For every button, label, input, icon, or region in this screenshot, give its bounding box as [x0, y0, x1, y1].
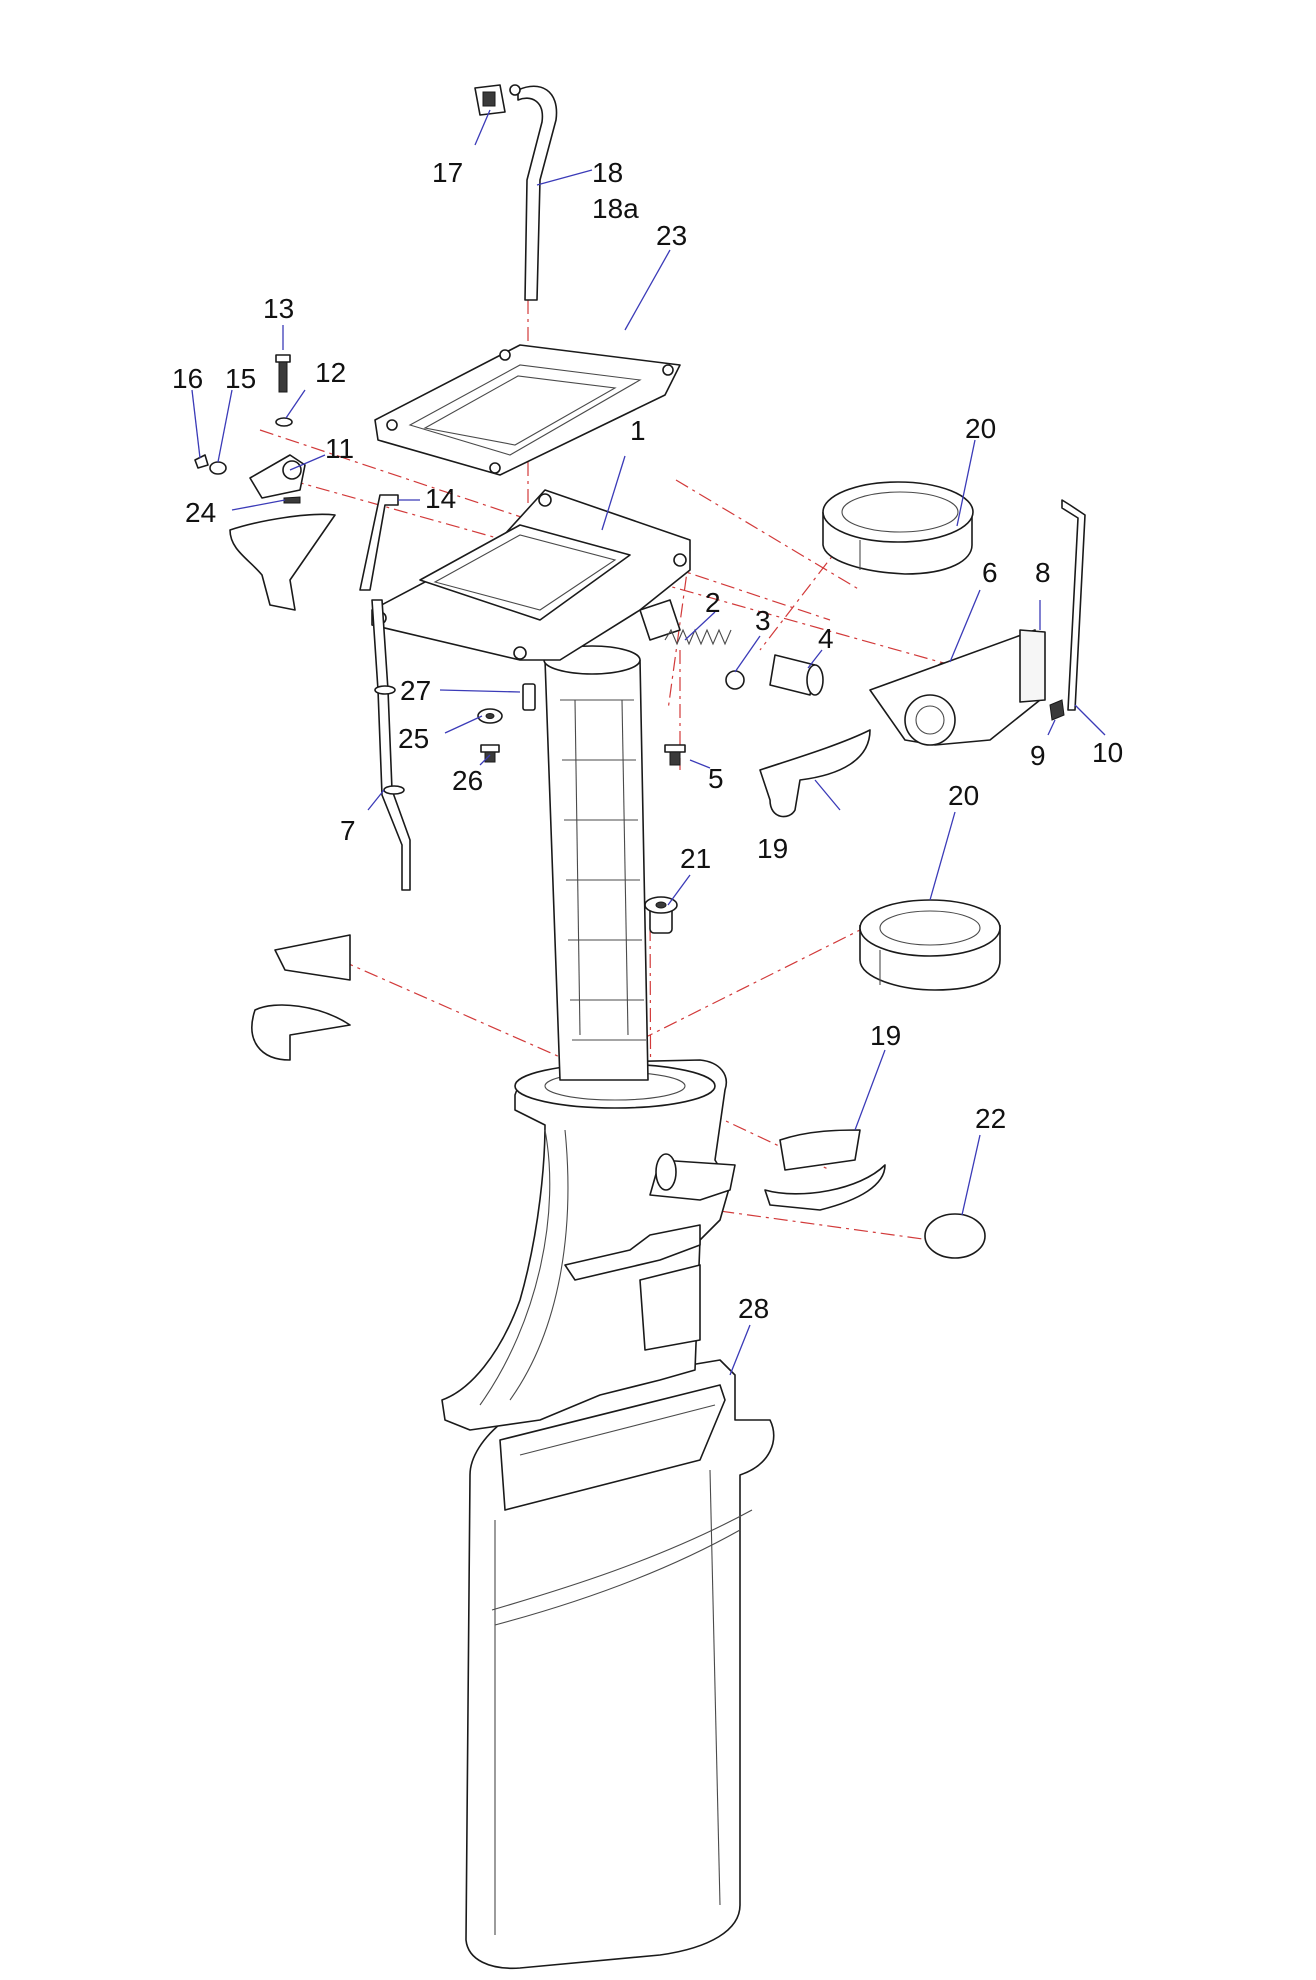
- part-7-rod: [371, 599, 411, 891]
- exhaust-tube: [543, 645, 649, 1081]
- callout-1: 1: [630, 415, 646, 446]
- callout-24: 24: [185, 497, 216, 528]
- callout-15: 15: [225, 363, 256, 394]
- callout-16: 16: [172, 363, 203, 394]
- callout-11: 11: [325, 433, 354, 464]
- callout-18: 18: [592, 157, 623, 188]
- part-2-spring: [664, 628, 732, 646]
- part-20-lower-collar: [859, 899, 1001, 991]
- part-19-upper-mount: [759, 729, 871, 818]
- part-24-screw: [283, 496, 301, 504]
- callout-22: 22: [975, 1103, 1006, 1134]
- part-9-nut: [1049, 699, 1065, 721]
- part-18-hose: [517, 85, 558, 301]
- part-26-bolt: [480, 744, 500, 763]
- callout-25: 25: [398, 723, 429, 754]
- callout-3: 3: [755, 605, 771, 636]
- callout-28: 28: [738, 1293, 769, 1324]
- callout-7: 7: [340, 815, 356, 846]
- part-25-washer: [477, 708, 503, 724]
- callout-21: 21: [680, 843, 711, 874]
- callout-2: 2: [705, 587, 721, 618]
- part-23-gasket: [374, 344, 681, 476]
- part-1-exhaust-adaptor: [371, 489, 691, 661]
- midsection-housing: [441, 1059, 736, 1431]
- part-8-lever: [869, 629, 1046, 746]
- left-lower-deflector: [251, 934, 351, 1061]
- callout-18a: 18a: [592, 193, 639, 224]
- part-10-rod: [1061, 499, 1086, 711]
- callout-17: 17: [432, 157, 463, 188]
- part-3-ball: [725, 670, 745, 690]
- callout-19-lower: 19: [870, 1020, 901, 1051]
- part-20-upper-collar: [822, 481, 974, 575]
- callout-13: 13: [263, 293, 294, 324]
- callout-8: 8: [1035, 557, 1051, 588]
- callout-5: 5: [708, 763, 724, 794]
- part-28-lower-housing: [465, 1359, 775, 1970]
- callout-10: 10: [1092, 737, 1123, 768]
- part-22-cap: [924, 1213, 986, 1259]
- part-19-lower-mount: [764, 1129, 886, 1211]
- callout-9: 9: [1030, 740, 1046, 771]
- part-15-washer: [209, 461, 227, 475]
- callout-26: 26: [452, 765, 483, 796]
- part-11-bracket: [249, 454, 306, 499]
- callout-14: 14: [425, 483, 456, 514]
- callout-4: 4: [818, 623, 834, 654]
- callout-19-upper: 19: [757, 833, 788, 864]
- leader-lines: [191, 109, 1106, 1376]
- callout-20-lower: 20: [948, 780, 979, 811]
- callout-labels: 17 18 18a 23 13 16 15 12 11 14 24 1 20 2…: [172, 157, 1123, 1324]
- part-4-sleeve: [769, 654, 824, 696]
- part-13-bolt: [275, 354, 291, 393]
- callout-6: 6: [982, 557, 998, 588]
- part-27-pin: [522, 683, 536, 711]
- part-5-bolt: [664, 744, 686, 766]
- callout-20-upper: 20: [965, 413, 996, 444]
- part-17-clip: [474, 84, 521, 116]
- callout-23: 23: [656, 220, 687, 251]
- callout-12: 12: [315, 357, 346, 388]
- part-12-washer: [275, 417, 293, 427]
- part-21-grommet: [644, 896, 678, 934]
- callout-27: 27: [400, 675, 431, 706]
- part-14-rod: [359, 494, 399, 591]
- part-16-pin: [194, 454, 209, 469]
- left-upper-deflector: [229, 513, 336, 611]
